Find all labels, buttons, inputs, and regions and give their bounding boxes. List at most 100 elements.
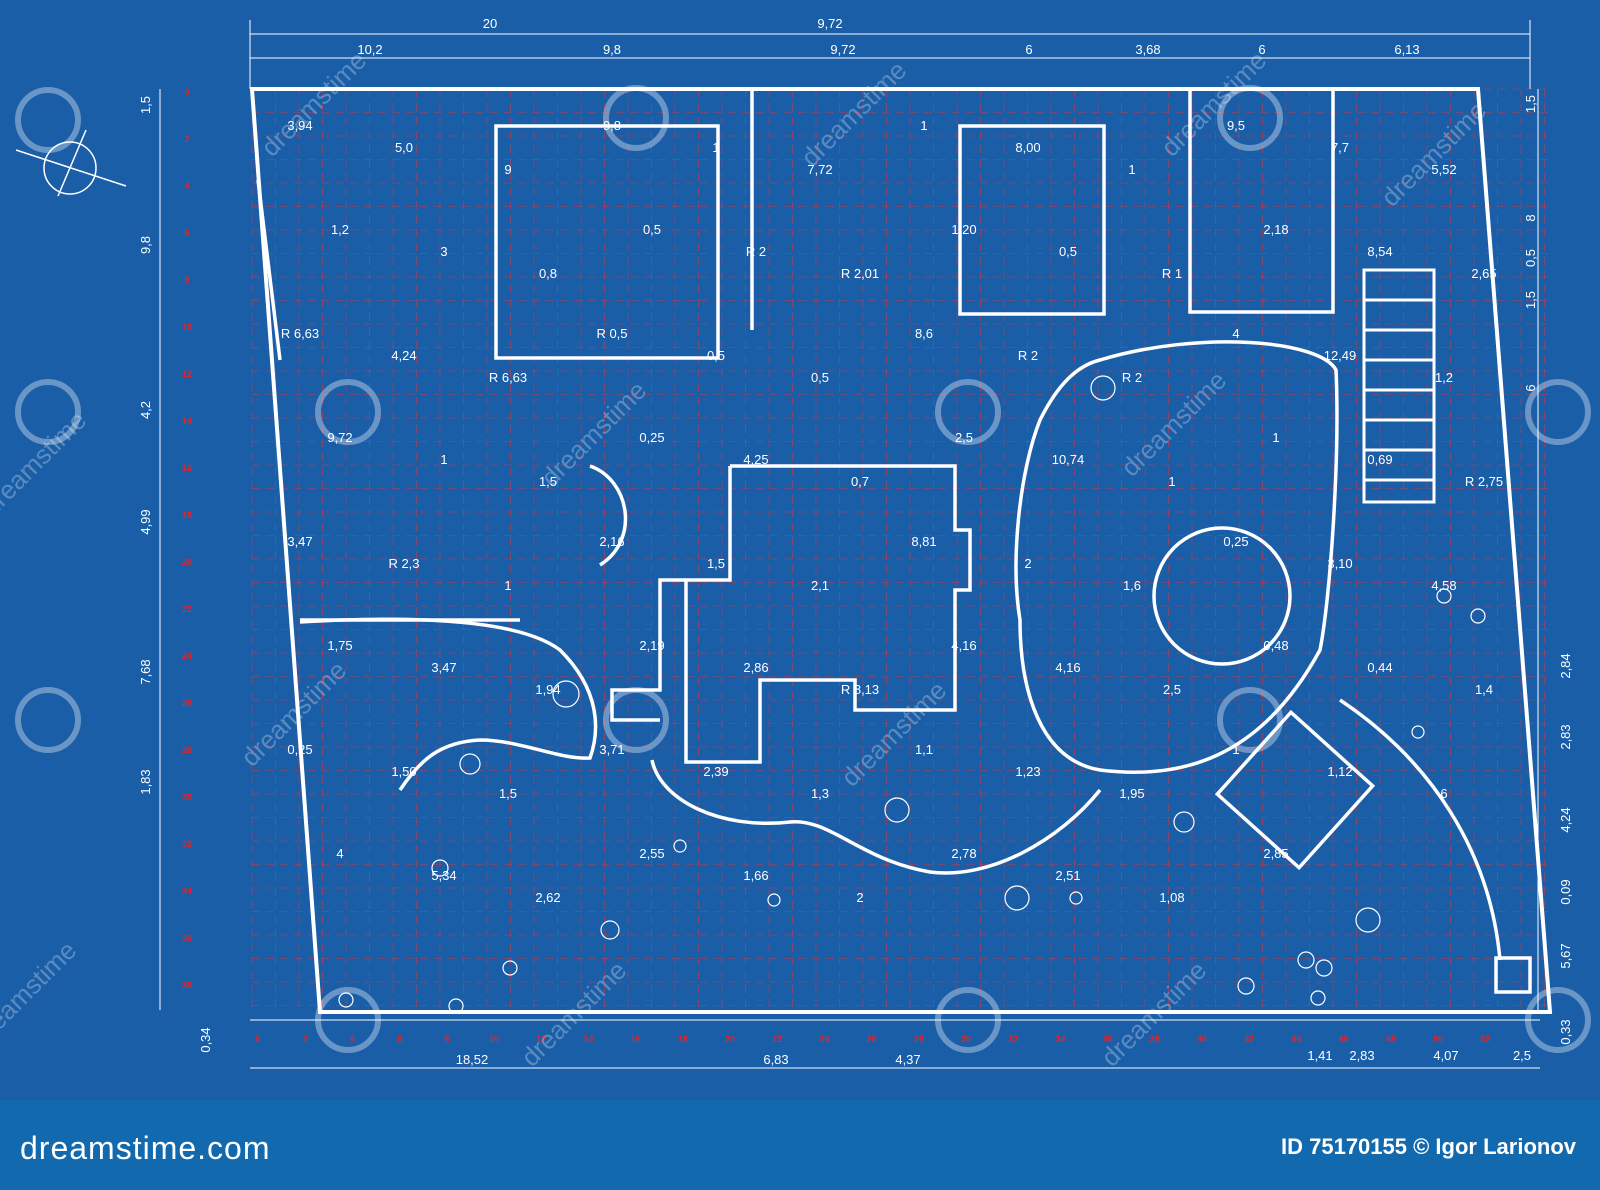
- watermark-logo-icon: [15, 687, 81, 753]
- watermark-logo-icon: [15, 87, 81, 153]
- bottom-dimension: 18,52: [456, 1052, 489, 1067]
- interior-dimension: 5,52: [1431, 162, 1456, 177]
- bottom-dimension: 4,37: [895, 1052, 920, 1067]
- interior-dimension: 1,94: [535, 682, 560, 697]
- interior-dimension: 0,8: [539, 266, 557, 281]
- top-dimension: 3,68: [1135, 42, 1160, 57]
- left-dimension: 9,8: [138, 236, 153, 254]
- interior-dimension: 2,16: [599, 534, 624, 549]
- grid-tick-bottom: 10: [489, 1034, 499, 1044]
- grid-tick-bottom: 52: [1480, 1034, 1490, 1044]
- driveway-curve: [650, 759, 1102, 875]
- grid-tick-bottom: 4: [350, 1034, 355, 1044]
- right-dimension: 0,09: [1558, 879, 1573, 904]
- grid-tick-bottom: 44: [1291, 1034, 1301, 1044]
- interior-dimension: 8,81: [911, 534, 936, 549]
- top-dimension: 9,8: [603, 42, 621, 57]
- garage-building: [494, 124, 720, 360]
- right-dimension: 0,33: [1558, 1019, 1573, 1044]
- grid-tick-left: 12: [182, 369, 192, 379]
- interior-dimension: R 2: [746, 244, 766, 259]
- interior-dimension: 2,39: [703, 764, 728, 779]
- interior-dimension: 4,16: [951, 638, 976, 653]
- left-dimension: 4,2: [138, 401, 153, 419]
- interior-dimension: 2,51: [1055, 868, 1080, 883]
- interior-dimension: R 2,3: [388, 556, 419, 571]
- interior-dimension: 3,10: [1327, 556, 1352, 571]
- right-dimension: 5,67: [1558, 943, 1573, 968]
- interior-dimension: 2,85: [1263, 846, 1288, 861]
- interior-dimension: 1,2: [1435, 370, 1453, 385]
- interior-dimension: 1,08: [1159, 890, 1184, 905]
- main-house: [684, 464, 972, 764]
- grid-tick-bottom: 20: [725, 1034, 735, 1044]
- interior-dimension: 1,5: [499, 786, 517, 801]
- interior-dimension: 1,4: [1475, 682, 1493, 697]
- watermark-logo-icon: [15, 379, 81, 445]
- left-dimension: 0,34: [198, 1027, 213, 1052]
- interior-dimension: 1,95: [1119, 786, 1144, 801]
- bottom-dimension: 1,41: [1307, 1048, 1332, 1063]
- interior-dimension: 1,5: [539, 474, 557, 489]
- interior-dimension: 9,8: [603, 118, 621, 133]
- interior-dimension: 1: [440, 452, 447, 467]
- interior-dimension: R 2: [1122, 370, 1142, 385]
- interior-dimension: 0,25: [287, 742, 312, 757]
- property-boundary: [249, 87, 1553, 1014]
- right-dimension: 2,84: [1558, 653, 1573, 678]
- left-dimension: 1,5: [138, 96, 153, 114]
- interior-dimension: 8,6: [915, 326, 933, 341]
- right-dimension: 8: [1523, 214, 1538, 221]
- grid-tick-bottom: 30: [961, 1034, 971, 1044]
- interior-dimension: R 2: [1018, 348, 1038, 363]
- top-dimension: 9,72: [817, 16, 842, 31]
- grid-tick-left: 8: [184, 275, 189, 285]
- grid-tick-left: 30: [182, 792, 192, 802]
- square-pavilion: [1214, 709, 1376, 871]
- interior-dimension: 4,16: [1055, 660, 1080, 675]
- right-dimension: 4,24: [1558, 807, 1573, 832]
- grid-tick-bottom: 42: [1244, 1034, 1254, 1044]
- grid-tick-left: 32: [182, 839, 192, 849]
- interior-dimension: 1,66: [743, 868, 768, 883]
- bottom-dimension: 2,83: [1349, 1048, 1374, 1063]
- brand-logo-text[interactable]: dreamstime.com: [20, 1130, 271, 1166]
- grid-tick-bottom: 12: [536, 1034, 546, 1044]
- grid-tick-bottom: 34: [1055, 1034, 1065, 1044]
- grid-tick-bottom: 40: [1197, 1034, 1207, 1044]
- circular-courtyard: [1014, 340, 1339, 774]
- top-dimension: 6: [1025, 42, 1032, 57]
- small-square: [1494, 956, 1532, 994]
- watermark-logo-icon: [315, 379, 381, 445]
- structures: [256, 89, 1532, 994]
- interior-dimension: 1,3: [811, 786, 829, 801]
- bottom-dimension: 6,83: [763, 1052, 788, 1067]
- grid-tick-left: 28: [182, 745, 192, 755]
- interior-dimension: 2: [1024, 556, 1031, 571]
- interior-dimension: 7,72: [807, 162, 832, 177]
- right-dimension: 6: [1523, 384, 1538, 391]
- interior-dimension: 3: [440, 244, 447, 259]
- interior-dimension: 9: [504, 162, 511, 177]
- grid-tick-left: 10: [182, 322, 192, 332]
- interior-dimension: 2: [856, 890, 863, 905]
- shed-building: [958, 124, 1106, 316]
- interior-dimension: 1: [920, 118, 927, 133]
- fence-left: [256, 179, 282, 361]
- interior-dimension: 8,54: [1367, 244, 1392, 259]
- interior-dimension: 1,5: [707, 556, 725, 571]
- grid-tick-left: 14: [182, 416, 192, 426]
- interior-dimension: R 6,63: [489, 370, 527, 385]
- interior-dimension: 1,1: [915, 742, 933, 757]
- grid-tick-bottom: 16: [631, 1034, 641, 1044]
- interior-dimension: 2,86: [743, 660, 768, 675]
- left-dimension: 1,83: [138, 769, 153, 794]
- bottom-dimension: 4,07: [1433, 1048, 1458, 1063]
- round-stair: [1152, 526, 1292, 666]
- north-compass-icon: [15, 129, 127, 197]
- interior-dimension: 0,25: [639, 430, 664, 445]
- interior-dimension: 3,47: [287, 534, 312, 549]
- grid-tick-bottom: 28: [914, 1034, 924, 1044]
- interior-dimension: 2,5: [955, 430, 973, 445]
- image-credit: ID 75170155 © Igor Larionov: [1281, 1134, 1576, 1159]
